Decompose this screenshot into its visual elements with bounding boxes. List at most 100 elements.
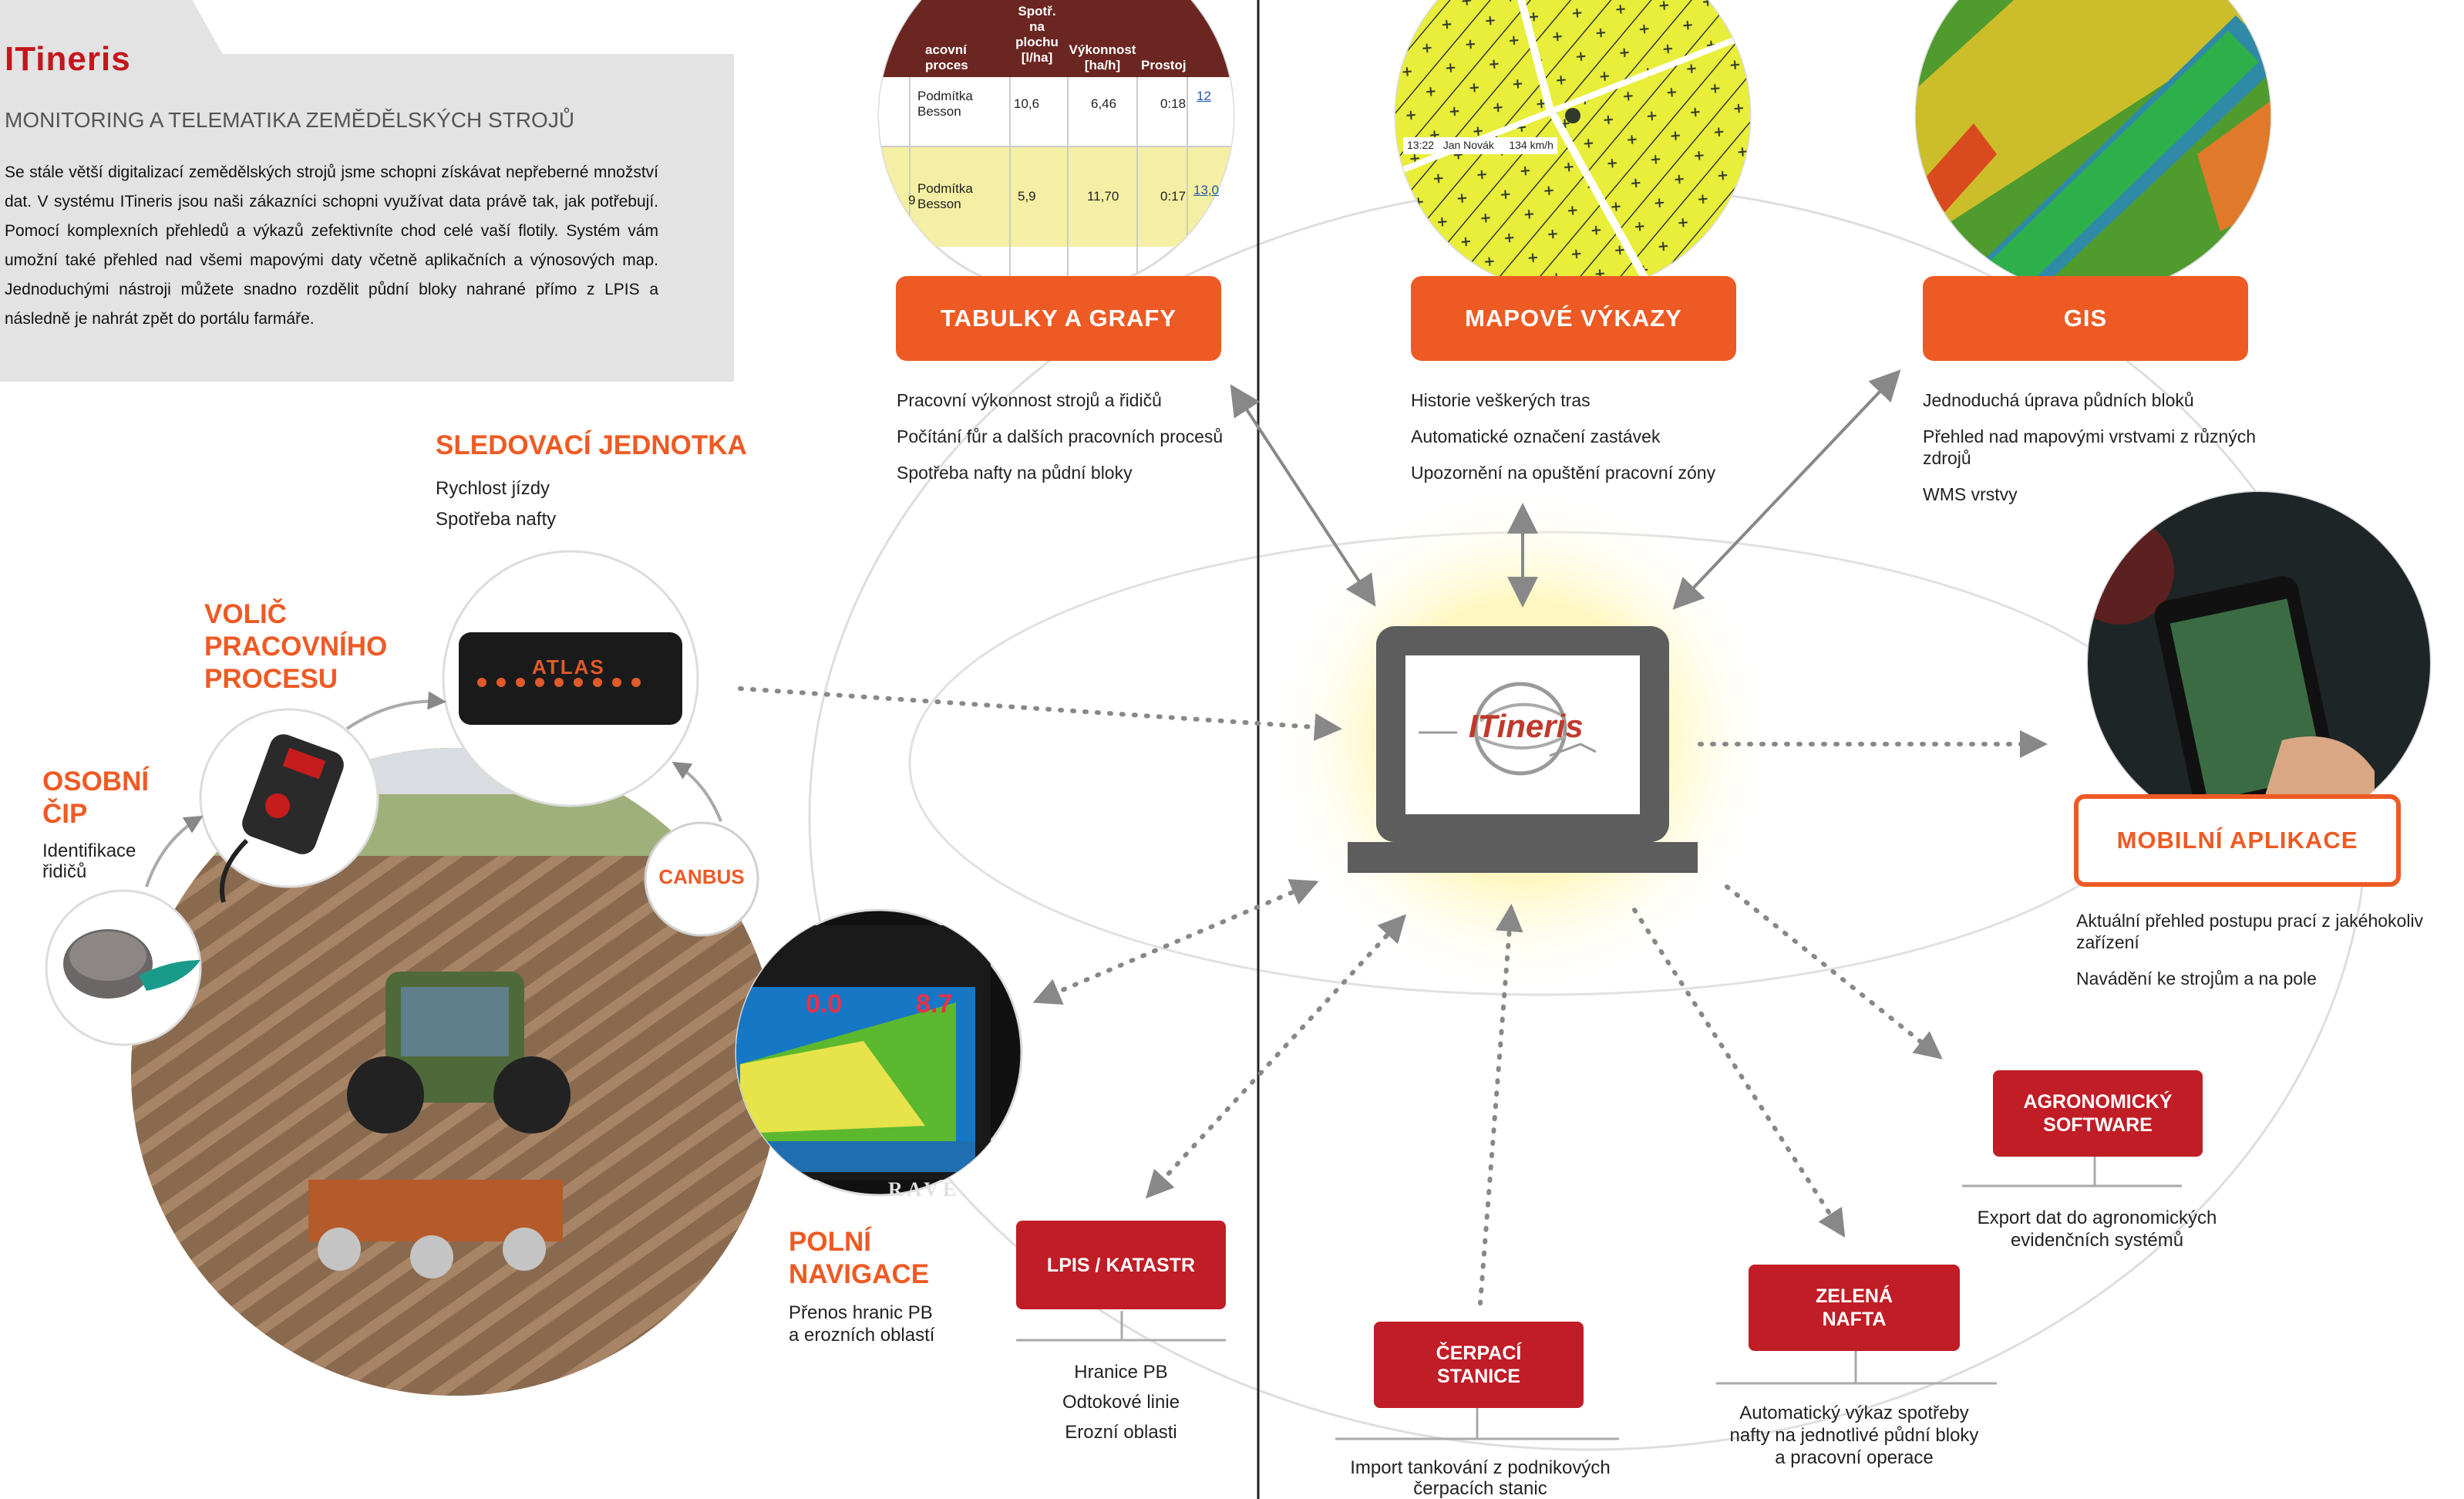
map-label: 134 km/h	[1509, 139, 1553, 151]
feature-item: Upozornění na opuštění pracovní zóny	[1411, 463, 1716, 483]
title-line: PROCESU	[204, 664, 338, 694]
feature-item: Aktuální přehled postupu prací z jakéhok…	[2076, 911, 2424, 952]
selector-photo	[199, 708, 379, 903]
label-line: STANICE	[1437, 1366, 1520, 1387]
table-cell: 5,9	[1018, 189, 1036, 204]
nav-screen-value: 0.0	[806, 989, 843, 1019]
map-label: 13:22	[1407, 139, 1435, 151]
table-cell: 0:17	[1160, 189, 1187, 204]
feature-item: Identifikace	[42, 840, 136, 861]
gis-button[interactable]: GIS	[1923, 276, 2248, 361]
table-row-index: 9	[908, 193, 916, 207]
nav-screen-value: 8.7	[916, 989, 953, 1019]
feature-item: Spotřeba nafty	[436, 509, 557, 530]
mobile-features: Aktuální přehled postupu prací z jakéhok…	[2076, 910, 2462, 1004]
feature-item: Import tankování z podnikových	[1350, 1457, 1611, 1478]
feature-item: Počítání fůr a dalších pracovních proces…	[897, 426, 1224, 446]
gis-photo	[1914, 0, 2272, 295]
canbus-circle	[644, 821, 759, 937]
mobile-photo	[2086, 490, 2432, 836]
table-cell: 0:18	[1160, 96, 1187, 111]
feature-item: čerpacích stanic	[1413, 1478, 1547, 1499]
table-cell: 12	[1197, 89, 1211, 103]
intro-panel	[0, 54, 734, 382]
intro-tab-shape	[0, 0, 224, 56]
lpis-features: Hranice PB Odtokové linie Erozní oblasti	[1016, 1357, 1226, 1447]
navigation-title: POLNÍ NAVIGACE	[789, 1226, 929, 1291]
tables-features: Pracovní výkonnost strojů a řidičů Počít…	[897, 389, 1236, 498]
feature-item: Přehled nad mapovými vrstvami z různých …	[1923, 426, 2257, 468]
feature-item: WMS vrstvy	[1923, 484, 2018, 504]
mobile-button[interactable]: MOBILNÍ APLIKACE	[2074, 794, 2401, 887]
diesel-features: Automatický výkaz spotřeby nafty na jedn…	[1696, 1402, 2012, 1469]
arrow-tables	[1230, 384, 1376, 607]
canbus-label: CANBUS	[658, 865, 745, 888]
table-header: acovní proces	[925, 42, 968, 72]
feature-item: Pracovní výkonnost strojů a řidičů	[897, 390, 1162, 410]
feature-item: Automatické označení zastávek	[1411, 426, 1661, 446]
table-cell: 10,6	[1014, 96, 1040, 111]
feature-item: Hranice PB	[1074, 1362, 1168, 1383]
map-photo	[1394, 0, 1752, 295]
feature-item: a pracovní operace	[1775, 1447, 1934, 1468]
table-cell: Podmítka Besson	[917, 89, 973, 119]
intro-text: Se stále větší digitalizací zemědělských…	[5, 163, 658, 328]
label-line: ČERPACÍ	[1436, 1342, 1522, 1364]
map-labels: 13:22 Jan Novák 134 km/h	[1407, 139, 1553, 151]
chip-title: OSOBNÍ ČIP	[42, 766, 149, 830]
feature-item: nafty na jednotlivé půdní bloky	[1729, 1425, 1979, 1446]
feature-item: Odtokové linie	[1062, 1392, 1180, 1413]
arrow-navigation	[1032, 879, 1319, 1005]
table-header: Prostoj	[1141, 58, 1187, 72]
tables-photo	[877, 0, 1235, 295]
feature-item: Spotřeba nafty na půdní bloky	[897, 463, 1133, 483]
label-line: NAFTA	[1822, 1309, 1887, 1330]
arrow-gis	[1672, 369, 1901, 610]
lpis-box[interactable]: LPIS / KATASTR	[1016, 1221, 1226, 1309]
label-line: ZELENÁ	[1816, 1285, 1893, 1307]
label-line: SOFTWARE	[2043, 1114, 2153, 1136]
label-line: AGRONOMICKÝ	[2023, 1091, 2173, 1113]
itineris-logo: ITineris	[1469, 708, 1584, 744]
feature-item: evidenčních systémů	[2010, 1230, 2184, 1251]
feature-item: Historie veškerých tras	[1411, 390, 1590, 410]
navigation-features: Přenos hranic PB a erozních oblastí	[789, 1302, 934, 1346]
tracker-photo	[442, 550, 699, 807]
table-header: Spotř. na plochu [l/ha]	[1015, 4, 1059, 65]
title-line: OSOBNÍ	[42, 766, 150, 797]
arrow-tracker	[738, 686, 1342, 741]
feature-item: Erozní oblasti	[1065, 1422, 1177, 1443]
feature-item: Jednoduchá úprava půdních bloků	[1923, 390, 2194, 410]
tables-button[interactable]: TABULKY A GRAFY	[896, 276, 1221, 361]
station-features: Import tankování z podnikových čerpacích…	[1311, 1457, 1650, 1499]
tracker-title: SLEDOVACÍ JEDNOTKA	[436, 430, 747, 460]
feature-item: Rychlost jízdy	[436, 478, 550, 499]
feature-item: Přenos hranic PB	[789, 1302, 933, 1323]
title-line: ČIP	[42, 799, 88, 829]
tracker-features: Rychlost jízdy Spotřeba nafty	[436, 473, 556, 535]
gis-features: Jednoduchá úprava půdních bloků Přehled …	[1923, 389, 2262, 520]
laptop-icon	[1348, 626, 1698, 873]
maps-features: Historie veškerých tras Automatické ozna…	[1411, 389, 1796, 498]
mini-table: acovní proces Spotř. na plochu [l/ha] Vý…	[908, 4, 1234, 235]
arrow-station	[1478, 904, 1523, 1305]
nav-brand: RAVE	[888, 1178, 961, 1201]
table-cell: Podmítka Besson	[917, 181, 973, 211]
table-cell: 11,70	[1087, 189, 1119, 204]
feature-item: Automatický výkaz spotřeby	[1739, 1403, 1969, 1423]
feature-item: Export dat do agronomických	[1977, 1208, 2217, 1228]
arrow-diesel	[1632, 908, 1846, 1238]
title-line: PRACOVNÍHO	[204, 632, 388, 662]
brand-title: ITineris	[5, 40, 131, 78]
maps-button[interactable]: MAPOVÉ VÝKAZY	[1411, 276, 1736, 361]
table-cell: 6,46	[1091, 96, 1117, 111]
title-line: NAVIGACE	[789, 1259, 930, 1289]
arrow-selector-tracker	[345, 691, 446, 730]
feature-item: a erozních oblastí	[789, 1325, 935, 1346]
arrow-chip-selector	[145, 815, 204, 888]
agro-features: Export dat do agronomických evidenčních …	[1935, 1207, 2259, 1251]
